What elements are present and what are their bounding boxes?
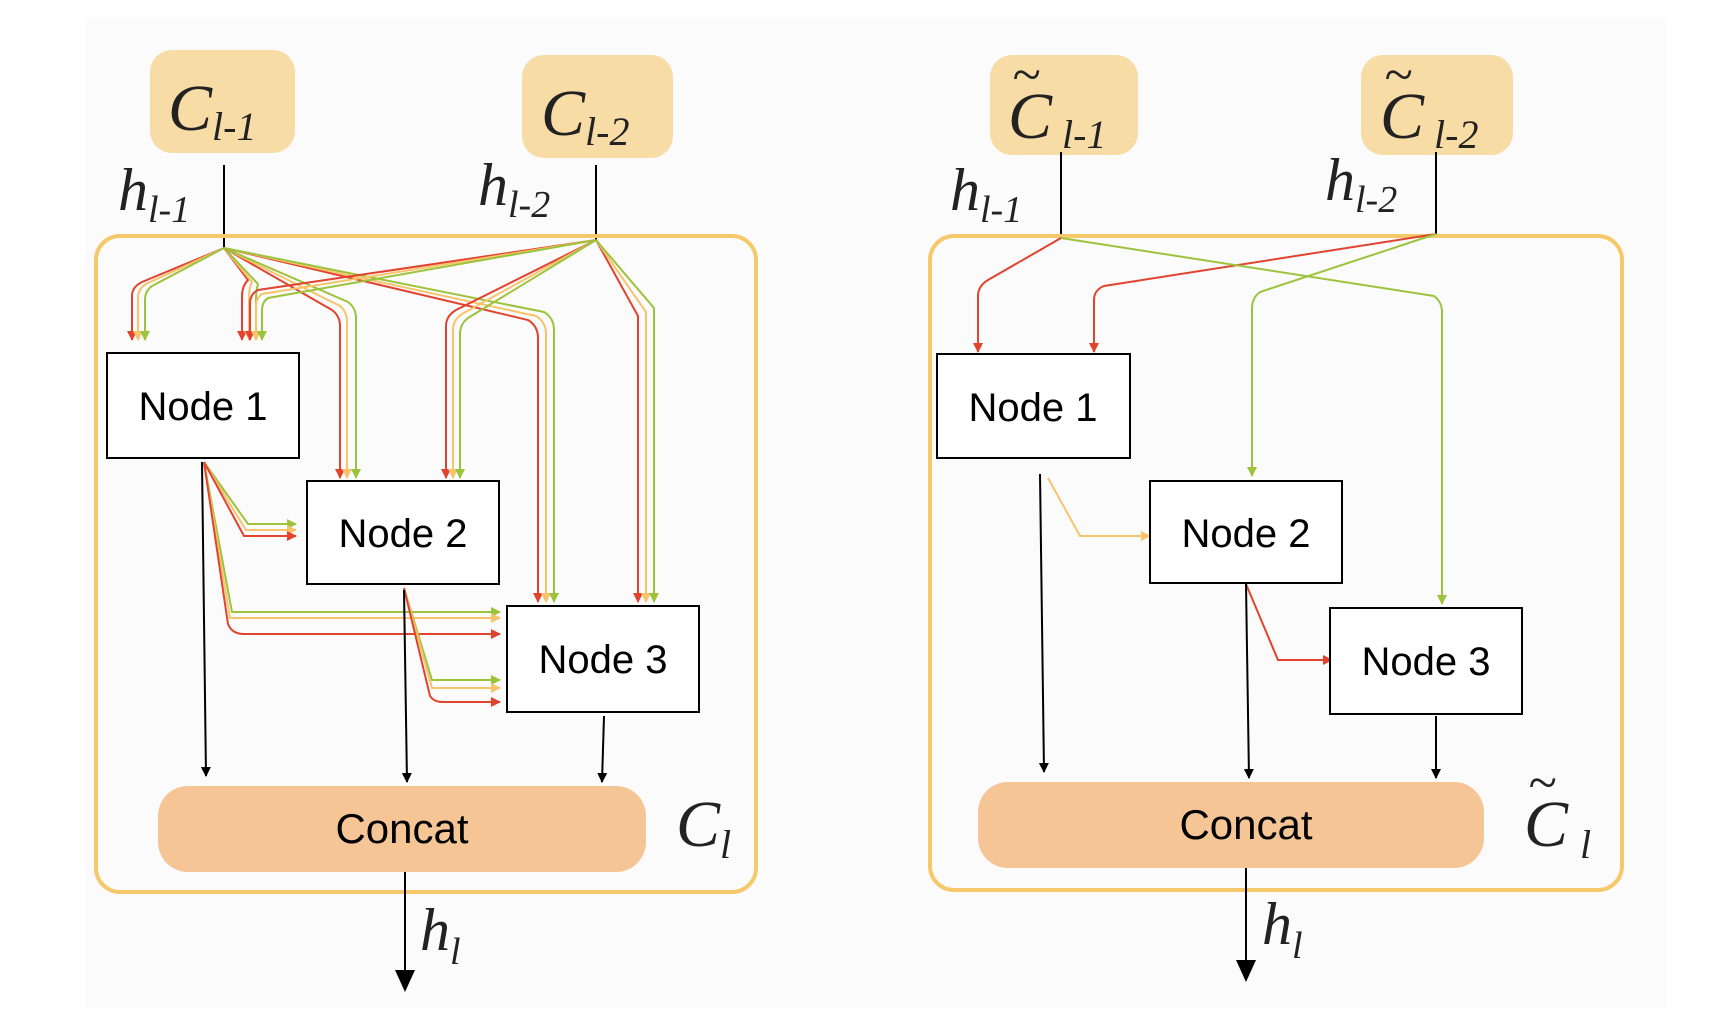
input-box-c-l-1 <box>150 50 295 153</box>
tilde-accent: ~ <box>1528 755 1556 812</box>
cell-container <box>928 234 1624 892</box>
concat-edges <box>1038 473 1441 779</box>
hidden-label-h-l-1: hl-1 <box>950 157 1022 231</box>
node-3-label: Node 3 <box>1362 640 1491 684</box>
hidden-label-h-l-2: hl-2 <box>1325 147 1397 221</box>
concat-label: Concat <box>1179 801 1312 848</box>
concat-block <box>158 786 646 872</box>
tilde-accent: ~ <box>1384 47 1412 104</box>
node-3-label: Node 3 <box>539 638 668 682</box>
input-label-c-l-1: Cl-1 <box>168 72 256 149</box>
hidden-label-h-l-1: hl-1 <box>118 157 190 231</box>
svg-text:Cl-1: Cl-1 <box>1008 80 1106 157</box>
node-2: Node 2 <box>306 480 500 585</box>
cell-label-c-l: Cl <box>676 788 731 867</box>
svg-text:Cl: Cl <box>1524 788 1591 867</box>
node-2-label: Node 2 <box>339 512 468 556</box>
input-label-c-l-2: Cl-2 <box>541 77 629 154</box>
tilde-accent: ~ <box>1012 47 1040 104</box>
candidate-edges-from-h-l-1 <box>127 247 559 603</box>
hidden-label-h-l-2: hl-2 <box>478 152 550 226</box>
node-1: Node 1 <box>106 352 300 459</box>
svg-text:Cl-2: Cl-2 <box>1380 80 1478 157</box>
candidate-edges-from-h-l-2 <box>245 239 659 603</box>
concat-edges <box>200 461 608 783</box>
concat-label: Concat <box>335 805 468 852</box>
input-box-c-l-2 <box>522 55 673 158</box>
node-1-label: Node 1 <box>969 386 1098 430</box>
node-1: Node 1 <box>936 353 1131 459</box>
node-3: Node 3 <box>1329 607 1523 715</box>
output-label-h-l: hl <box>1262 891 1303 967</box>
input-box-tilde-c-l-2 <box>1361 55 1513 155</box>
concat-block <box>978 782 1484 868</box>
node-2-label: Node 2 <box>1182 512 1311 556</box>
selected-edges <box>973 233 1447 665</box>
output-label-h-l: hl <box>420 897 461 973</box>
candidate-edges-from-node-2 <box>403 587 501 707</box>
node-2: Node 2 <box>1149 480 1343 584</box>
input-box-tilde-c-l-1 <box>990 55 1138 155</box>
node-3: Node 3 <box>506 605 700 713</box>
node-1-label: Node 1 <box>139 385 268 429</box>
cell-container <box>94 234 758 894</box>
left-panel: Cl-1 Cl-2 hl-1 hl-2 <box>94 50 758 992</box>
